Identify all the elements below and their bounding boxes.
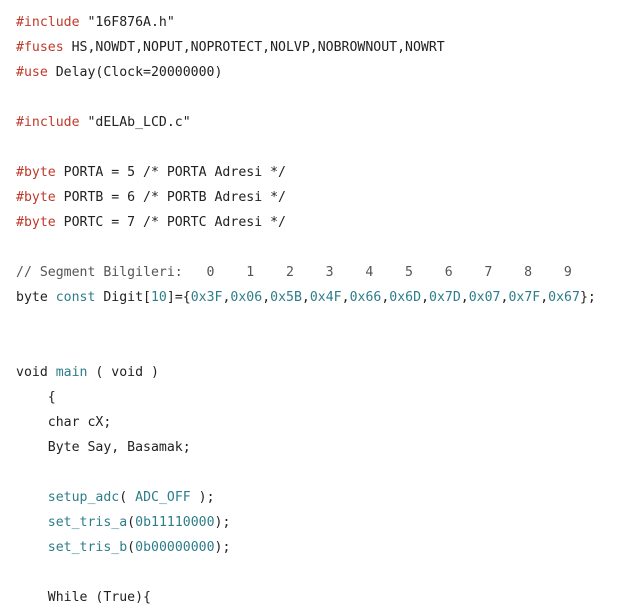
code-token-number: 0x7D — [429, 290, 461, 305]
code-token-keyword: set_tris_b — [47, 540, 128, 555]
code-token-directive: #include — [16, 15, 80, 30]
code-line: byte const Digit[10]={0x3F,0x06,0x5B,0x4… — [16, 285, 596, 310]
code-token-keyword: setup_adc — [47, 490, 120, 505]
code-token-number: 0x07 — [468, 290, 501, 305]
code-token-number: 0x4F — [309, 290, 342, 305]
code-token-keyword: set_tris_a — [47, 515, 128, 530]
code-line: setup_adc( ADC_OFF ); — [16, 485, 215, 510]
code-line: #use Delay(Clock=20000000) — [16, 60, 222, 85]
code-token-plain: ( void ) — [87, 365, 159, 380]
code-token-plain: byte — [16, 290, 56, 305]
code-line: #include "dELAb_LCD.c" — [16, 110, 191, 135]
code-token-plain: , — [540, 290, 549, 305]
code-token-plain: While (True){ — [16, 590, 151, 605]
code-line: #fuses HS,NOWDT,NOPUT,NOPROTECT,NOLVP,NO… — [16, 35, 445, 60]
code-token-plain: ( — [119, 490, 136, 505]
code-token-plain: ); — [190, 490, 215, 505]
code-line: char cX; — [16, 410, 112, 435]
code-token-plain: , — [262, 290, 271, 305]
code-token-directive: #use — [16, 65, 48, 80]
code-line: While (True){ — [16, 585, 151, 610]
code-token-keyword: main — [55, 365, 88, 380]
code-token-number: 0x67 — [548, 290, 580, 305]
code-token-plain — [16, 540, 48, 555]
code-token-plain: ); — [214, 515, 231, 530]
code-line: set_tris_b(0b00000000); — [16, 535, 231, 560]
code-token-directive: #byte — [16, 165, 56, 180]
code-token-plain: ); — [214, 540, 231, 555]
code-line: // Segment Bilgileri: 0 1 2 3 4 5 6 7 8 … — [16, 260, 572, 285]
code-line: set_tris_a(0b11110000); — [16, 510, 231, 535]
code-token-number: 0x6D — [389, 290, 422, 305]
code-token-plain: , — [301, 290, 310, 305]
code-token-plain: Digit[ — [95, 290, 151, 305]
code-token-directive: #include — [16, 115, 80, 130]
code-token-directive: #byte — [16, 215, 56, 230]
code-token-number: 0x7F — [508, 290, 541, 305]
code-token-plain: ( — [127, 540, 136, 555]
code-token-number: 0x06 — [230, 290, 263, 305]
code-token-plain — [16, 490, 48, 505]
code-token-number: 10 — [150, 290, 167, 305]
code-token-directive: #byte — [16, 190, 56, 205]
code-token-directive: #fuses — [16, 40, 64, 55]
code-token-plain: }; — [579, 290, 596, 305]
code-token-plain: Byte Say, Basamak; — [16, 440, 191, 455]
code-token-plain: PORTA = 5 /* PORTA Adresi */ — [55, 165, 286, 180]
code-token-plain: ( — [127, 515, 136, 530]
code-token-number: 0b11110000 — [135, 515, 215, 530]
code-token-plain: , — [421, 290, 430, 305]
code-token-keyword: ADC_OFF — [135, 490, 191, 505]
code-token-number: 0x5B — [270, 290, 302, 305]
code-line: void main ( void ) — [16, 360, 159, 385]
code-token-plain: , — [381, 290, 390, 305]
code-line: #include "16F876A.h" — [16, 10, 175, 35]
code-token-plain: { — [16, 390, 56, 405]
code-token-plain: void — [16, 365, 56, 380]
code-line: { — [16, 385, 56, 410]
code-token-plain: , — [341, 290, 350, 305]
code-token-plain: PORTB = 6 /* PORTB Adresi */ — [55, 190, 286, 205]
code-token-plain — [16, 515, 48, 530]
code-token-plain: , — [460, 290, 469, 305]
code-token-plain: PORTC = 7 /* PORTC Adresi */ — [55, 215, 286, 230]
code-token-plain: "16F876A.h" — [79, 15, 175, 30]
code-line: #byte PORTA = 5 /* PORTA Adresi */ — [16, 160, 286, 185]
code-token-plain: ]={ — [166, 290, 191, 305]
code-token-number: 0b00000000 — [135, 540, 215, 555]
code-line: Byte Say, Basamak; — [16, 435, 191, 460]
code-token-plain: Delay(Clock=20000000) — [47, 65, 223, 80]
code-token-plain: HS,NOWDT,NOPUT,NOPROTECT,NOLVP,NOBROWNOU… — [63, 40, 445, 55]
code-token-number: 0x3F — [190, 290, 223, 305]
code-line: #byte PORTC = 7 /* PORTC Adresi */ — [16, 210, 286, 235]
code-token-linecomment: // Segment Bilgileri: 0 1 2 3 4 5 6 7 8 … — [16, 265, 572, 280]
code-token-plain: , — [500, 290, 509, 305]
code-token-keyword: const — [55, 290, 96, 305]
code-line: #byte PORTB = 6 /* PORTB Adresi */ — [16, 185, 286, 210]
code-token-plain: "dELAb_LCD.c" — [79, 115, 191, 130]
code-token-plain: , — [222, 290, 231, 305]
code-token-number: 0x66 — [349, 290, 382, 305]
code-token-plain: char cX; — [16, 415, 112, 430]
